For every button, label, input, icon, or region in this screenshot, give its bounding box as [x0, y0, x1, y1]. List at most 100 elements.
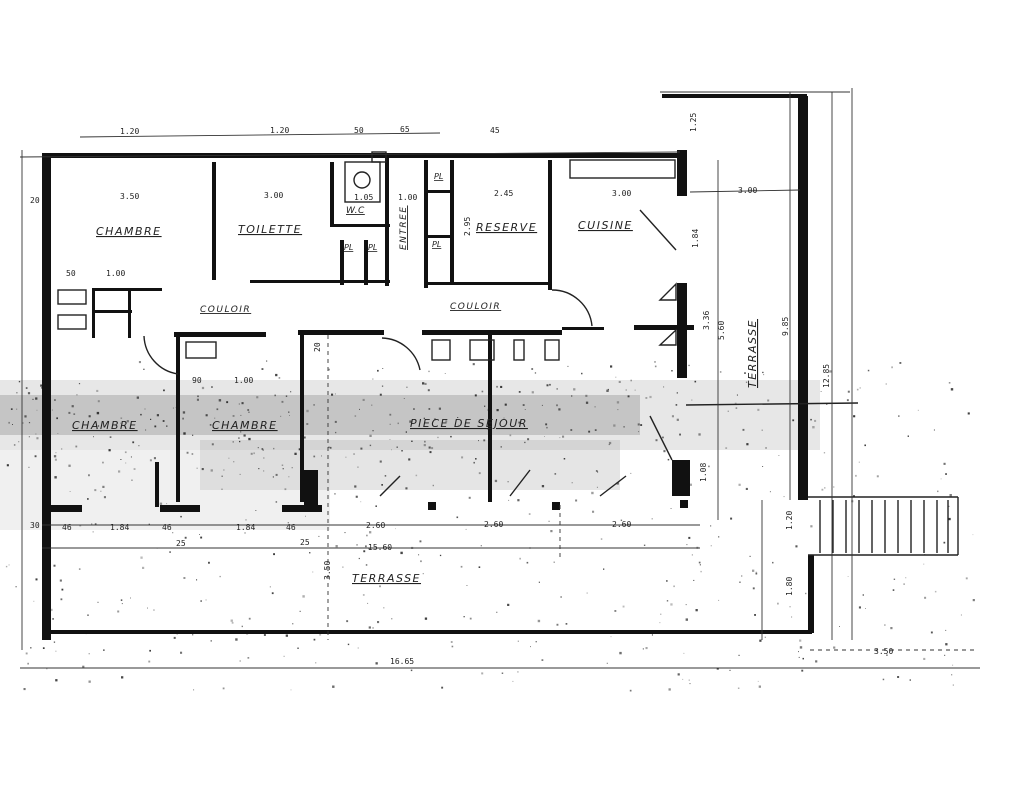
- scan-speck: [342, 566, 344, 568]
- scan-speck: [369, 531, 372, 534]
- scan-speck: [755, 572, 758, 575]
- scan-speck: [613, 424, 616, 427]
- scan-speck: [759, 639, 762, 642]
- scan-speck: [27, 662, 29, 665]
- scan-speck: [408, 458, 411, 461]
- stair-treads: [819, 500, 949, 553]
- scan-speck: [683, 652, 685, 654]
- scan-speck: [328, 446, 330, 448]
- scan-speck: [266, 360, 268, 362]
- scan-speck: [384, 475, 387, 477]
- scan-speck: [716, 667, 719, 670]
- scan-speck: [654, 361, 656, 363]
- scan-speck: [943, 462, 946, 465]
- scan-speck: [121, 676, 124, 679]
- scan-speck: [642, 648, 644, 650]
- scan-speck: [619, 651, 622, 655]
- scan-speck: [616, 401, 620, 404]
- scan-speck: [356, 544, 358, 546]
- dim-top-5: 45: [490, 126, 500, 135]
- scan-speck: [676, 418, 679, 421]
- scan-speck: [675, 404, 678, 406]
- scan-speck: [603, 568, 605, 570]
- scan-speck: [226, 401, 229, 404]
- scan-speck: [558, 408, 561, 411]
- scan-speck: [441, 686, 444, 689]
- scan-speck: [281, 400, 284, 403]
- scan-speck: [610, 365, 613, 368]
- scan-speck: [140, 413, 142, 416]
- scan-speck: [124, 451, 127, 454]
- scan-speck: [972, 599, 975, 602]
- scan-speck: [527, 438, 530, 441]
- scan-speck: [230, 619, 233, 622]
- scan-speck: [232, 441, 234, 443]
- scan-speck: [415, 474, 418, 477]
- scan-speck: [313, 404, 315, 406]
- scan-speck: [368, 548, 370, 550]
- scan-speck: [749, 555, 751, 557]
- scan-speck: [548, 520, 550, 522]
- scan-speck: [375, 662, 378, 665]
- scan-speck: [617, 409, 619, 411]
- scan-speck: [381, 385, 384, 387]
- room-label-terrasse-front: TERRASSE: [352, 572, 421, 585]
- scan-speck: [541, 659, 544, 661]
- scan-speck: [856, 388, 859, 391]
- scan-speck: [88, 474, 90, 477]
- scan-speck: [233, 461, 235, 463]
- scan-speck: [744, 372, 746, 374]
- scan-speck: [30, 647, 32, 649]
- scan-speck: [94, 489, 97, 492]
- scan-speck: [383, 607, 385, 609]
- scan-speck: [262, 449, 264, 451]
- scan-speck: [92, 531, 94, 533]
- scan-speck: [239, 660, 241, 662]
- scan-speck: [253, 452, 255, 455]
- scan-speck: [235, 638, 238, 641]
- scan-speck: [345, 456, 347, 458]
- scan-speck: [480, 545, 482, 547]
- scan-speck: [18, 380, 21, 383]
- scan-speck: [729, 669, 731, 671]
- scan-speck: [512, 680, 514, 682]
- scan-speck: [52, 618, 54, 620]
- dim-bottom-1560: 15.60: [368, 543, 392, 552]
- scan-speck: [799, 639, 802, 642]
- scan-speck: [608, 441, 612, 445]
- scan-speck: [483, 439, 486, 442]
- scan-speck: [428, 446, 431, 449]
- scan-speck: [159, 502, 163, 505]
- scan-speck: [210, 640, 212, 642]
- scan-speck: [833, 646, 836, 649]
- scan-speck: [211, 386, 213, 388]
- scan-speck: [571, 482, 573, 484]
- scan-speck: [97, 425, 100, 427]
- scan-speck: [209, 424, 212, 426]
- scan-speck: [210, 469, 213, 472]
- scan-speck: [554, 473, 557, 475]
- scan-speck: [102, 461, 104, 464]
- scan-speck: [56, 417, 58, 420]
- scan-speck: [496, 385, 498, 388]
- scan-speck: [36, 409, 38, 411]
- scan-speck: [360, 501, 362, 503]
- scan-speck: [549, 383, 551, 386]
- scan-speck: [42, 647, 45, 649]
- room-label-couloir-2: COULOIR: [450, 302, 501, 312]
- scan-speck: [273, 553, 275, 556]
- scan-speck: [456, 516, 459, 519]
- room-label-wc: W.C: [346, 206, 365, 216]
- scan-speck: [556, 404, 558, 407]
- scan-speck: [13, 444, 16, 446]
- scan-speck: [667, 458, 670, 461]
- scan-speck: [522, 404, 525, 406]
- scan-speck: [23, 688, 26, 691]
- scan-speck: [805, 592, 807, 595]
- scan-speck: [148, 660, 151, 663]
- scan-speck: [401, 450, 403, 452]
- dim-top-4: 65: [400, 125, 410, 134]
- scan-speck: [288, 476, 290, 478]
- scan-speck: [524, 409, 526, 410]
- scan-speck: [509, 434, 512, 437]
